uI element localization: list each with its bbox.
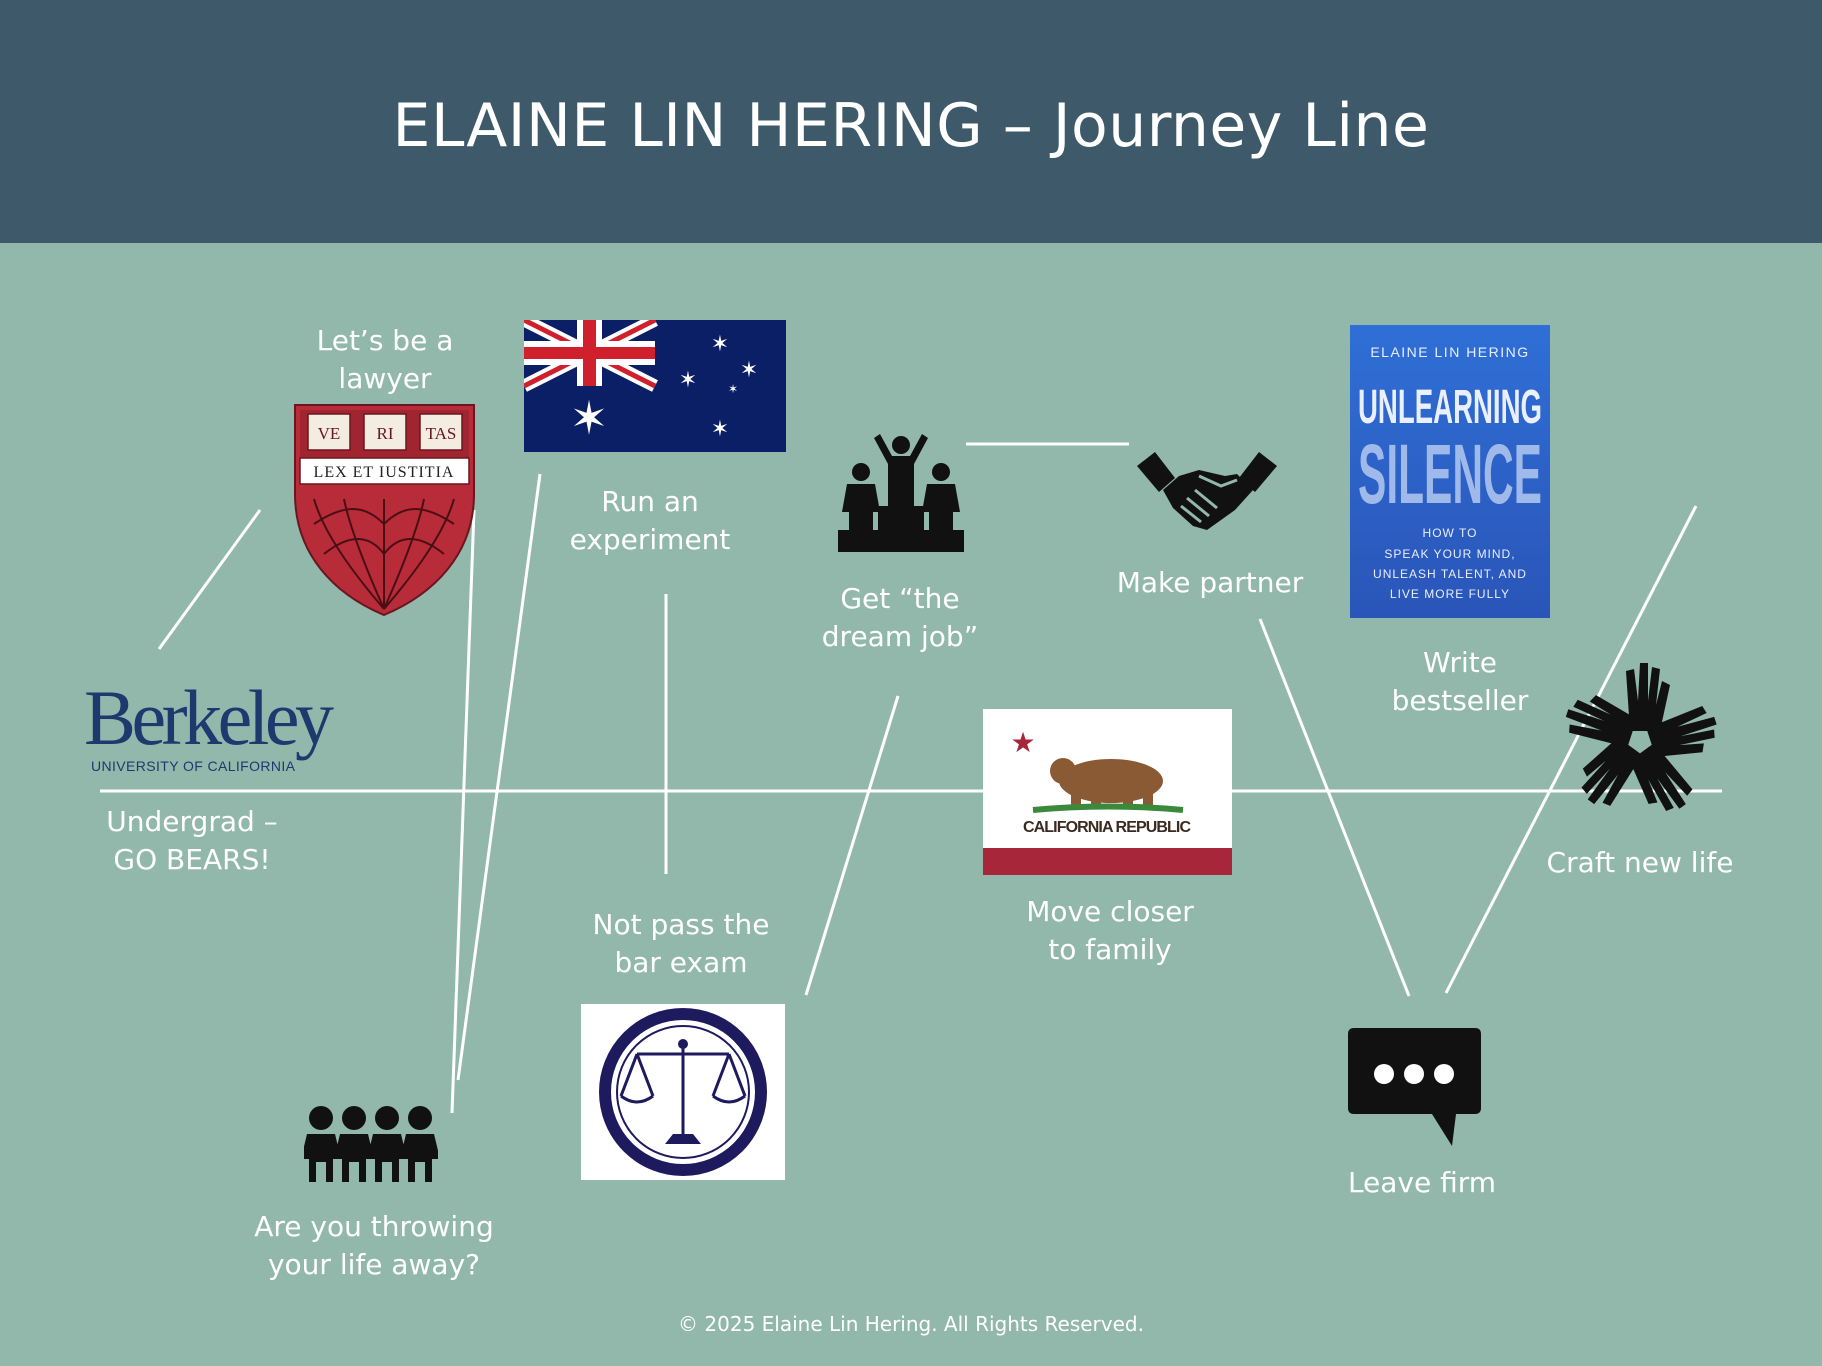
- label-run-experiment: Run an experiment: [569, 485, 731, 556]
- speech-bubble-icon: [1348, 1028, 1481, 1146]
- veritas-ve: VE: [318, 424, 341, 443]
- svg-text:✶: ✶: [679, 368, 697, 393]
- book-author: ELAINE LIN HERING: [1370, 344, 1529, 360]
- australia-flag: ✶ ✶ ✶ ✶ ✶ ✶: [524, 320, 786, 452]
- label-lawyer: Let’s be a lawyer: [316, 324, 454, 395]
- label-dream-job: Get “the dream job”: [821, 582, 979, 653]
- copyright-footer: © 2025 Elaine Lin Hering. All Rights Res…: [678, 1312, 1144, 1336]
- svg-text:✶: ✶: [711, 332, 729, 357]
- berkeley-wordmark: Berkeley: [84, 680, 334, 761]
- book-title-line2: SILENCE: [1358, 427, 1542, 521]
- page-title: ELAINE LIN HERING – Journey Line: [392, 90, 1430, 161]
- berkeley-logo: Berkeley UNIVERSITY OF CALIFORNIA: [84, 680, 334, 774]
- segment-lawyer-family: [450, 509, 476, 1114]
- svg-text:✶: ✶: [711, 417, 729, 442]
- veritas-tas: TAS: [426, 424, 457, 443]
- handshake-icon: [1137, 452, 1277, 530]
- label-throwing-life-away: Are you throwing your life away?: [254, 1210, 494, 1281]
- bar-exam-seal: [581, 1004, 785, 1180]
- segment-berkeley-lawyer: [157, 509, 262, 650]
- svg-text:★: ★: [1010, 726, 1035, 759]
- label-undergrad: Undergrad – GO BEARS!: [106, 805, 278, 876]
- label-move-closer: Move closer to family: [1026, 895, 1194, 966]
- california-flag: ★ CALIFORNIA REPUBLIC: [983, 709, 1232, 875]
- podium-icon: [838, 434, 964, 552]
- label-make-partner: Make partner: [1116, 566, 1304, 599]
- segment-leave-newlife: [1444, 505, 1698, 994]
- harvard-motto: LEX ET IUSTITIA: [314, 464, 455, 481]
- label-not-pass-bar: Not pass the bar exam: [592, 908, 770, 979]
- book-subtitle-1: HOW TO: [1423, 526, 1478, 540]
- california-republic-text: CALIFORNIA REPUBLIC: [1023, 819, 1191, 836]
- header-banner: ELAINE LIN HERING – Journey Line: [0, 0, 1822, 243]
- segment-bar-dreamjob: [804, 695, 900, 996]
- svg-text:✶: ✶: [740, 358, 758, 383]
- label-craft-new-life: Craft new life: [1546, 846, 1734, 879]
- book-subtitle-2: SPEAK YOUR MIND,: [1384, 547, 1515, 561]
- segment-family-australia: [456, 473, 542, 1081]
- svg-text:✶: ✶: [728, 382, 738, 396]
- veritas-ri: RI: [377, 424, 394, 443]
- hands-circle-icon: [1565, 663, 1717, 812]
- book-subtitle-3: UNLEASH TALENT, AND: [1373, 567, 1527, 581]
- berkeley-subtitle: UNIVERSITY OF CALIFORNIA: [91, 758, 296, 774]
- segment-partner-leave: [1258, 618, 1411, 997]
- label-leave-firm: Leave firm: [1347, 1166, 1497, 1199]
- harvard-law-shield: VE RI TAS LEX ET IUSTITIA: [294, 404, 475, 616]
- svg-text:✶: ✶: [570, 391, 609, 445]
- book-subtitle-4: LIVE MORE FULLY: [1390, 587, 1510, 601]
- family-icon: [304, 1106, 438, 1182]
- label-write-bestseller: Write bestseller: [1391, 646, 1529, 717]
- book-title-line1: UNLEARNING: [1358, 381, 1542, 434]
- book-cover: ELAINE LIN HERING UNLEARNING SILENCE HOW…: [1350, 325, 1550, 618]
